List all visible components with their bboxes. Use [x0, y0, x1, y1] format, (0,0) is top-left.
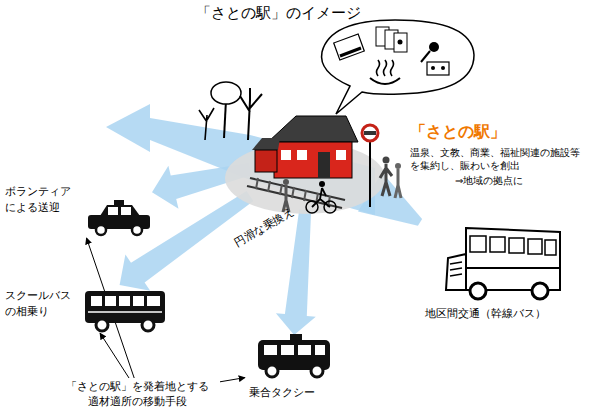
bus-stop-sign: [362, 125, 378, 141]
diagram-title: 「さとの駅」のイメージ: [196, 3, 361, 23]
trunk-bus-window: [490, 237, 505, 252]
school-bus-window: [147, 296, 160, 306]
shared-taxi-window: [315, 345, 325, 355]
station-annex: [255, 150, 277, 172]
trunk-bus-window: [509, 238, 524, 253]
transport-node: スクールバスの相乗り: [2, 285, 167, 333]
cassette-reel: [441, 66, 445, 70]
shared-taxi-window: [298, 345, 311, 355]
card-icon: [394, 33, 407, 52]
taxi-wheel: [96, 225, 106, 235]
node-body: 温泉、文教、商業、福祉関連の施設等を集約し、賑わいを創出: [410, 146, 582, 172]
station-annex-roof: [252, 138, 280, 150]
station-roof: [268, 116, 358, 142]
person-head: [283, 179, 289, 185]
microphone-icon: [429, 42, 439, 52]
transport-node: 乗合タクシー: [245, 335, 337, 405]
taxi-wheel: [132, 225, 142, 235]
edge-label: 円滑な乗換え: [232, 205, 296, 250]
school-bus-window: [105, 296, 116, 306]
caption-node: 「さとの駅」を発着地とする適材適所の移動手段: [60, 378, 220, 412]
trunk-bus-window: [545, 240, 556, 255]
sign-pole: [369, 140, 371, 207]
card-pip: [398, 40, 403, 45]
trunk-bus-window: [470, 236, 486, 252]
node-label: 地区間交通（幹線バス）: [425, 306, 585, 322]
school-bus-body: [85, 291, 165, 323]
tree-branches: [199, 108, 214, 140]
hot-spring-icon: [370, 78, 400, 84]
node-label: 乗合タクシー: [249, 385, 335, 401]
book-icon: [334, 34, 365, 60]
school-bus-wheel: [96, 319, 108, 331]
trunk-bus-stripe: [466, 267, 560, 269]
station-door: [318, 152, 330, 178]
transport-node: ボランティアによる送迎: [2, 182, 152, 238]
person-body: [380, 164, 392, 196]
hot-spring-steam: [377, 60, 394, 76]
station-window: [281, 150, 291, 160]
ground-oval: [225, 142, 385, 214]
transfer-arrow: [276, 210, 316, 336]
shared-taxi-wheel: [311, 365, 323, 377]
cassette-icon: [427, 62, 449, 75]
node-label: スクールバスの相乗り: [5, 288, 75, 320]
node-label: 「さとの駅」: [410, 122, 590, 142]
school-bus-window: [133, 296, 144, 306]
trunk-bus-bonnet: [446, 254, 466, 290]
book-spine: [340, 48, 361, 56]
pointer-arrow: [220, 378, 245, 382]
trunk-bus-window: [528, 239, 542, 254]
station-wall: [274, 142, 352, 178]
taxi-cabin: [100, 205, 140, 216]
shared-taxi-window: [264, 345, 277, 355]
station-window: [336, 150, 346, 160]
node-label: ボランティアによる送迎: [5, 184, 75, 216]
school-bus-window: [119, 296, 130, 306]
tree-crown: [211, 82, 241, 104]
shared-taxi-wheel: [266, 365, 278, 377]
cassette-reel: [431, 66, 435, 70]
pointer-arrow: [100, 333, 129, 378]
microphone-stem: [421, 51, 430, 62]
person-head: [383, 157, 390, 164]
tree-branches: [240, 88, 262, 140]
shared-taxi-window: [281, 345, 294, 355]
rail-ties: [256, 178, 330, 207]
person-body: [395, 169, 401, 198]
station-node: 「さとの駅」温泉、文教、商業、福祉関連の施設等を集約し、賑わいを創出⇒地域の拠点…: [250, 100, 370, 210]
taxi-window: [108, 207, 118, 215]
speech-bubble: [322, 20, 474, 114]
trunk-bus-body: [466, 228, 560, 290]
station-window: [297, 150, 307, 160]
school-bus-wheel: [142, 319, 154, 331]
school-bus-stripe: [88, 311, 162, 313]
taxi-window: [121, 207, 131, 215]
shared-taxi-sign: [290, 334, 302, 340]
tree-trunk: [224, 100, 226, 138]
node-body: ⇒地域の拠点に: [455, 174, 585, 187]
trunk-bus-wheel: [532, 283, 548, 299]
bus-stop-sign-bar: [364, 131, 376, 135]
trunk-bus-wheel: [470, 283, 486, 299]
bicycle-rider-head: [319, 181, 325, 187]
bicycle-rider: [312, 188, 330, 207]
transport-node: 地区間交通（幹線バス）: [420, 222, 585, 324]
trunk-bus-grille: [450, 262, 462, 276]
person-head: [395, 163, 401, 169]
school-bus-window: [91, 296, 102, 306]
taxi-sign: [114, 200, 124, 205]
node-label: 「さとの駅」を発着地とする適材適所の移動手段: [62, 379, 212, 409]
